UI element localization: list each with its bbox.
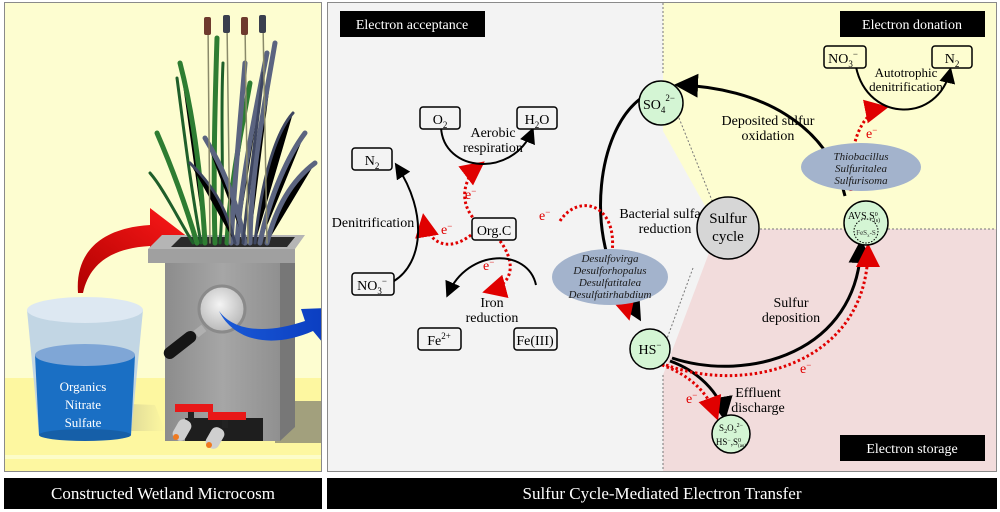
beaker-label-sulfate: Sulfate [65, 415, 102, 430]
electron-flow-hs-to-avs [665, 243, 880, 378]
process-denitrification: Denitrification [332, 216, 414, 231]
zone-label-storage: Electron storage [866, 442, 957, 457]
electron-label: e− [539, 207, 550, 224]
svg-text:Org.C: Org.C [477, 224, 511, 239]
zone-storage [663, 229, 996, 471]
node-so4: SO42− [638, 80, 684, 126]
svg-text:SO42−: SO42− [643, 93, 675, 115]
wetland-tank [148, 235, 305, 449]
electron-label: e− [866, 125, 877, 142]
outflow-arrow-icon [219, 308, 321, 341]
srb-genus: Desulforhopalus [572, 265, 646, 277]
electron-label: e− [441, 221, 452, 238]
outlet-valves-icon [172, 404, 246, 449]
electron-flow-orgc-to-n2 [415, 213, 472, 246]
wetland-microcosm-panel: Organics Nitrate Sulfate [4, 2, 322, 472]
node-no3: NO3− [351, 272, 395, 296]
node-effluent: S2O32− HS−,S0(aq) [711, 414, 751, 454]
node-o2: O2 [419, 106, 461, 130]
electron-flow-orgc-to-fe [482, 240, 512, 298]
sulfur-cycle-diagram: Electron acceptance Electron donation El… [328, 3, 996, 471]
magnifier-icon [197, 284, 247, 334]
srb-genus: Desulfatirhabdium [568, 289, 652, 301]
svg-text:Fe(III): Fe(III) [516, 334, 554, 349]
influent-beaker: Organics Nitrate Sulfate [27, 297, 143, 441]
left-panel-caption: Constructed Wetland Microcosm [4, 478, 322, 509]
node-fe3: Fe(III) [513, 327, 558, 351]
srb-genera-ellipse: Desulfovirga Desulforhopalus Desulfatita… [552, 249, 668, 305]
sob-genera-ellipse: Thiobacillus Sulfuritalea Sulfurisoma [801, 143, 921, 191]
svg-text:O2: O2 [433, 113, 448, 130]
flow-denitrification [393, 162, 419, 282]
flow-iron-reduction [445, 257, 537, 298]
electron-label: e− [686, 390, 697, 407]
electron-transfer-panel: Electron acceptance Electron donation El… [327, 2, 997, 472]
right-panel-caption: Sulfur Cycle-Mediated Electron Transfer [327, 478, 997, 509]
node-fe2: Fe2+ [417, 327, 462, 351]
node-org-c: Org.C [471, 217, 517, 241]
svg-text:Sulfur: Sulfur [709, 211, 747, 227]
srb-genus: Desulfatitalea [578, 277, 642, 289]
zone-label-donation: Electron donation [862, 18, 962, 33]
electron-label: e− [483, 257, 494, 274]
node-h2o: H2O [516, 106, 558, 130]
zone-label-acceptance: Electron acceptance [356, 18, 468, 33]
flow-sulfur-deposition [671, 239, 873, 368]
svg-text:FeSx-S: FeSx-S [856, 229, 876, 239]
inflow-arrow-icon [77, 208, 193, 293]
wetland-plants-icon [148, 15, 318, 246]
electron-label: e− [465, 186, 476, 203]
svg-text:H2O: H2O [525, 113, 550, 130]
sob-genus: Thiobacillus [833, 151, 888, 163]
svg-text:N2: N2 [365, 154, 380, 171]
donation-node-n2: N2 [931, 45, 973, 69]
donation-node-no3: NO3− [823, 45, 867, 69]
flow-aerobic-respiration [440, 126, 535, 165]
wetland-illustration: Organics Nitrate Sulfate [5, 15, 321, 471]
flow-autotrophic-denitrification [855, 66, 956, 111]
svg-text:HS−: HS− [639, 340, 662, 358]
node-avs: AVS S0(s) FeSx-S [843, 200, 889, 246]
sob-genus: Sulfurisoma [834, 175, 888, 187]
svg-text:HS−,S0(aq): HS−,S0(aq) [716, 437, 747, 449]
beaker-label-nitrate: Nitrate [65, 397, 101, 412]
sob-genus: Sulfuritalea [835, 163, 887, 175]
electron-label: e− [800, 360, 811, 377]
srb-genus: Desulfovirga [580, 253, 639, 265]
svg-text:NO3−: NO3− [357, 276, 387, 296]
beaker-label-organics: Organics [60, 379, 107, 394]
electron-flow-orgc-to-hs [558, 204, 636, 321]
svg-text:Fe2+: Fe2+ [427, 331, 451, 349]
svg-text:NO3−: NO3− [828, 49, 858, 69]
svg-text:AVS S0(s): AVS S0(s) [848, 211, 880, 224]
flow-effluent-discharge [669, 359, 733, 421]
node-hs: HS− [629, 328, 671, 370]
sulfur-cycle-center: Sulfur cycle [696, 196, 760, 260]
node-n2: N2 [351, 147, 393, 171]
electron-flow-hs-to-effluent [661, 363, 722, 421]
svg-text:S2O32−: S2O32− [719, 423, 744, 435]
electron-flow-orgc-to-o2 [458, 161, 485, 223]
svg-text:N2: N2 [945, 52, 960, 69]
svg-text:cycle: cycle [712, 229, 744, 245]
